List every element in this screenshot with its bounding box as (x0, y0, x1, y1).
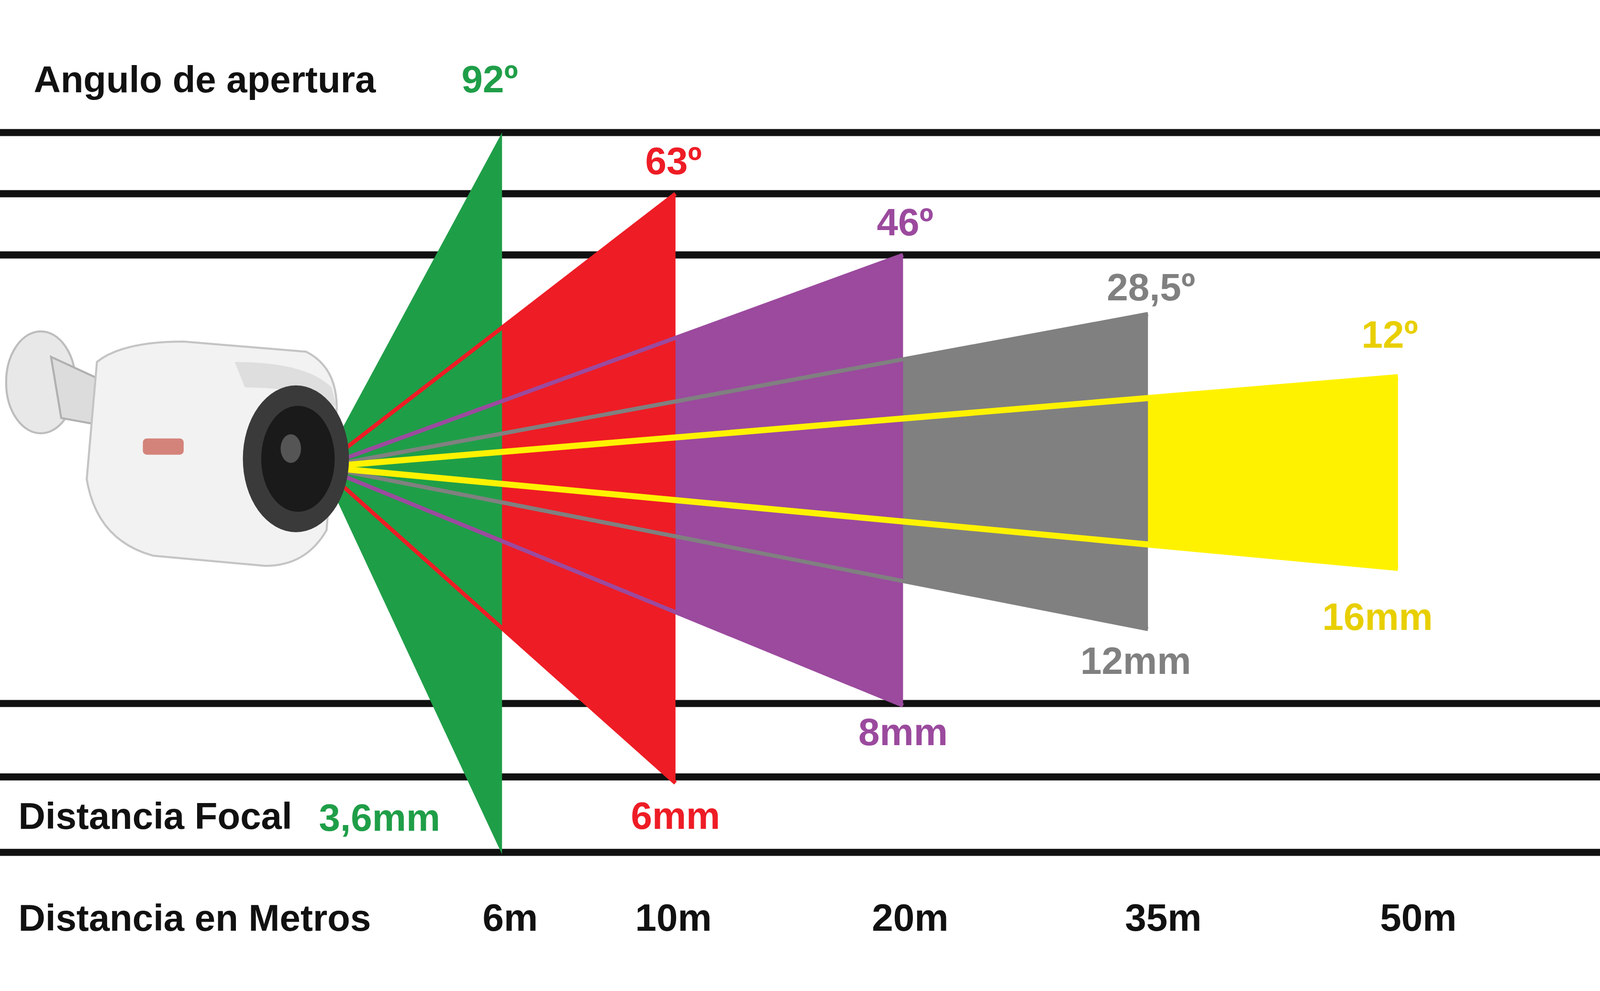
angle-value: 46º (877, 203, 934, 242)
row-heading: Distancia en Metros (18, 899, 371, 937)
focal-value: 3,6mm (319, 799, 441, 838)
focal-value: 6mm (630, 797, 721, 836)
focal-value: 16mm (1322, 598, 1433, 637)
bullet-camera (6, 331, 350, 567)
distance-value: 20m (871, 899, 949, 938)
row-lines (0, 132, 1600, 853)
row-heading: Angulo de apertura (33, 60, 376, 99)
view-cones (321, 132, 1399, 855)
row-heading: Distancia Focal (18, 797, 292, 835)
angle-value: 63º (644, 142, 702, 181)
distance-value: 50m (1379, 899, 1457, 938)
angle-value: 12º (1361, 315, 1419, 355)
distance-value: 10m (634, 899, 712, 938)
focal-value: 8mm (858, 713, 948, 752)
distance-value: 6m (482, 899, 539, 938)
angle-value: 28,5º (1106, 268, 1196, 307)
focal-value: 12mm (1080, 642, 1191, 681)
distance-value: 35m (1124, 899, 1202, 938)
angle-value: 92º (461, 60, 519, 99)
